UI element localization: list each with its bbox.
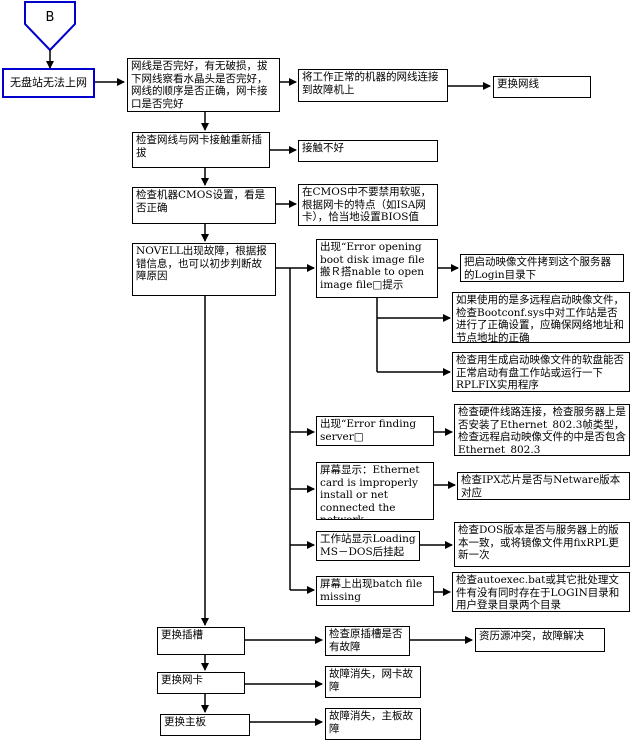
- fix-batch-box: 检查autoexec.bat或其它批处理文件有没有同时存在于LOGIN目录和用户…: [452, 572, 630, 612]
- check-cable-box: 网线是否完好，有无破损，拔下网线察看水晶头是否完好，网线的顺序是否正确，网卡接口…: [127, 58, 280, 112]
- replace-cable-box: 更换网线: [493, 76, 591, 98]
- nic-result-box: 故障消失，网卡故障: [325, 666, 421, 698]
- slot-result-box: 资历源冲突，故障解决: [475, 628, 605, 652]
- fix-dos-box: 检查DOS版本是否与服务器上的版本一致，或将镜像文件用fixRPL更新一次: [454, 522, 630, 567]
- fix-bootconf-box: 如果使用的是多远程启动映像文件，检查Bootconf.sys中对工作站是否进行了…: [452, 292, 630, 343]
- fix-server-box: 检查硬件线路连接，检查服务器上是否安装了Ethernet_802.3帧类型，检查…: [454, 404, 630, 456]
- fix-ipx-box: 检查IPX芯片是否与Netware版本对应: [457, 472, 630, 500]
- cmos-fix-box: 在CMOS中不要禁用软驱，根据网卡的特点（如ISA网卡），恰当地设置BIOS值: [298, 184, 438, 226]
- swap-cable-test-box: 将工作正常的机器的网线连接到故障机上: [298, 69, 448, 102]
- replace-nic-box: 更换网卡: [157, 672, 245, 694]
- cmos-box: 检查机器CMOS设置，看是否正确: [132, 187, 276, 224]
- reseat-box: 检查网线与网卡接触重新插拔: [132, 132, 270, 168]
- offpage-connector-shape: [24, 1, 76, 52]
- error-finding-server-box: 出现“Error finding server□: [316, 416, 434, 446]
- board-result-box: 故障消失，主板故障: [325, 708, 421, 740]
- check-slot-box: 检查原插槽是否有故障: [325, 626, 410, 656]
- error-loading-dos-box: 工作站显示Loading MS－DOS后挂起: [316, 531, 420, 561]
- fix-copy-image-box: 把启动映像文件拷到这个服务器的Login目录下: [460, 254, 624, 282]
- error-batch-missing-box: 屏幕上出现batch file missing: [316, 576, 434, 606]
- novell-box: NOVELL出现故障，根据报错信息，也可以初步判断故障原因: [132, 243, 276, 296]
- replace-slot-box: 更换插槽: [157, 627, 245, 655]
- offpage-connector-label: B: [45, 9, 55, 25]
- fix-rplfix-box: 检查用生成启动映像文件的软盘能否正常启动有盘工作站或运行一下RPLFIX实用程序: [452, 352, 630, 392]
- error-boot-image-box: 出现“Error opening boot disk image file 搬Ｒ…: [316, 239, 438, 298]
- error-ethernet-card-box: 屏幕显示：Ethernet card is improperly install…: [316, 462, 434, 520]
- bad-contact-box: 接触不好: [298, 140, 438, 162]
- start-box: 无盘站无法上网: [2, 68, 95, 98]
- replace-board-box: 更换主板: [160, 714, 250, 736]
